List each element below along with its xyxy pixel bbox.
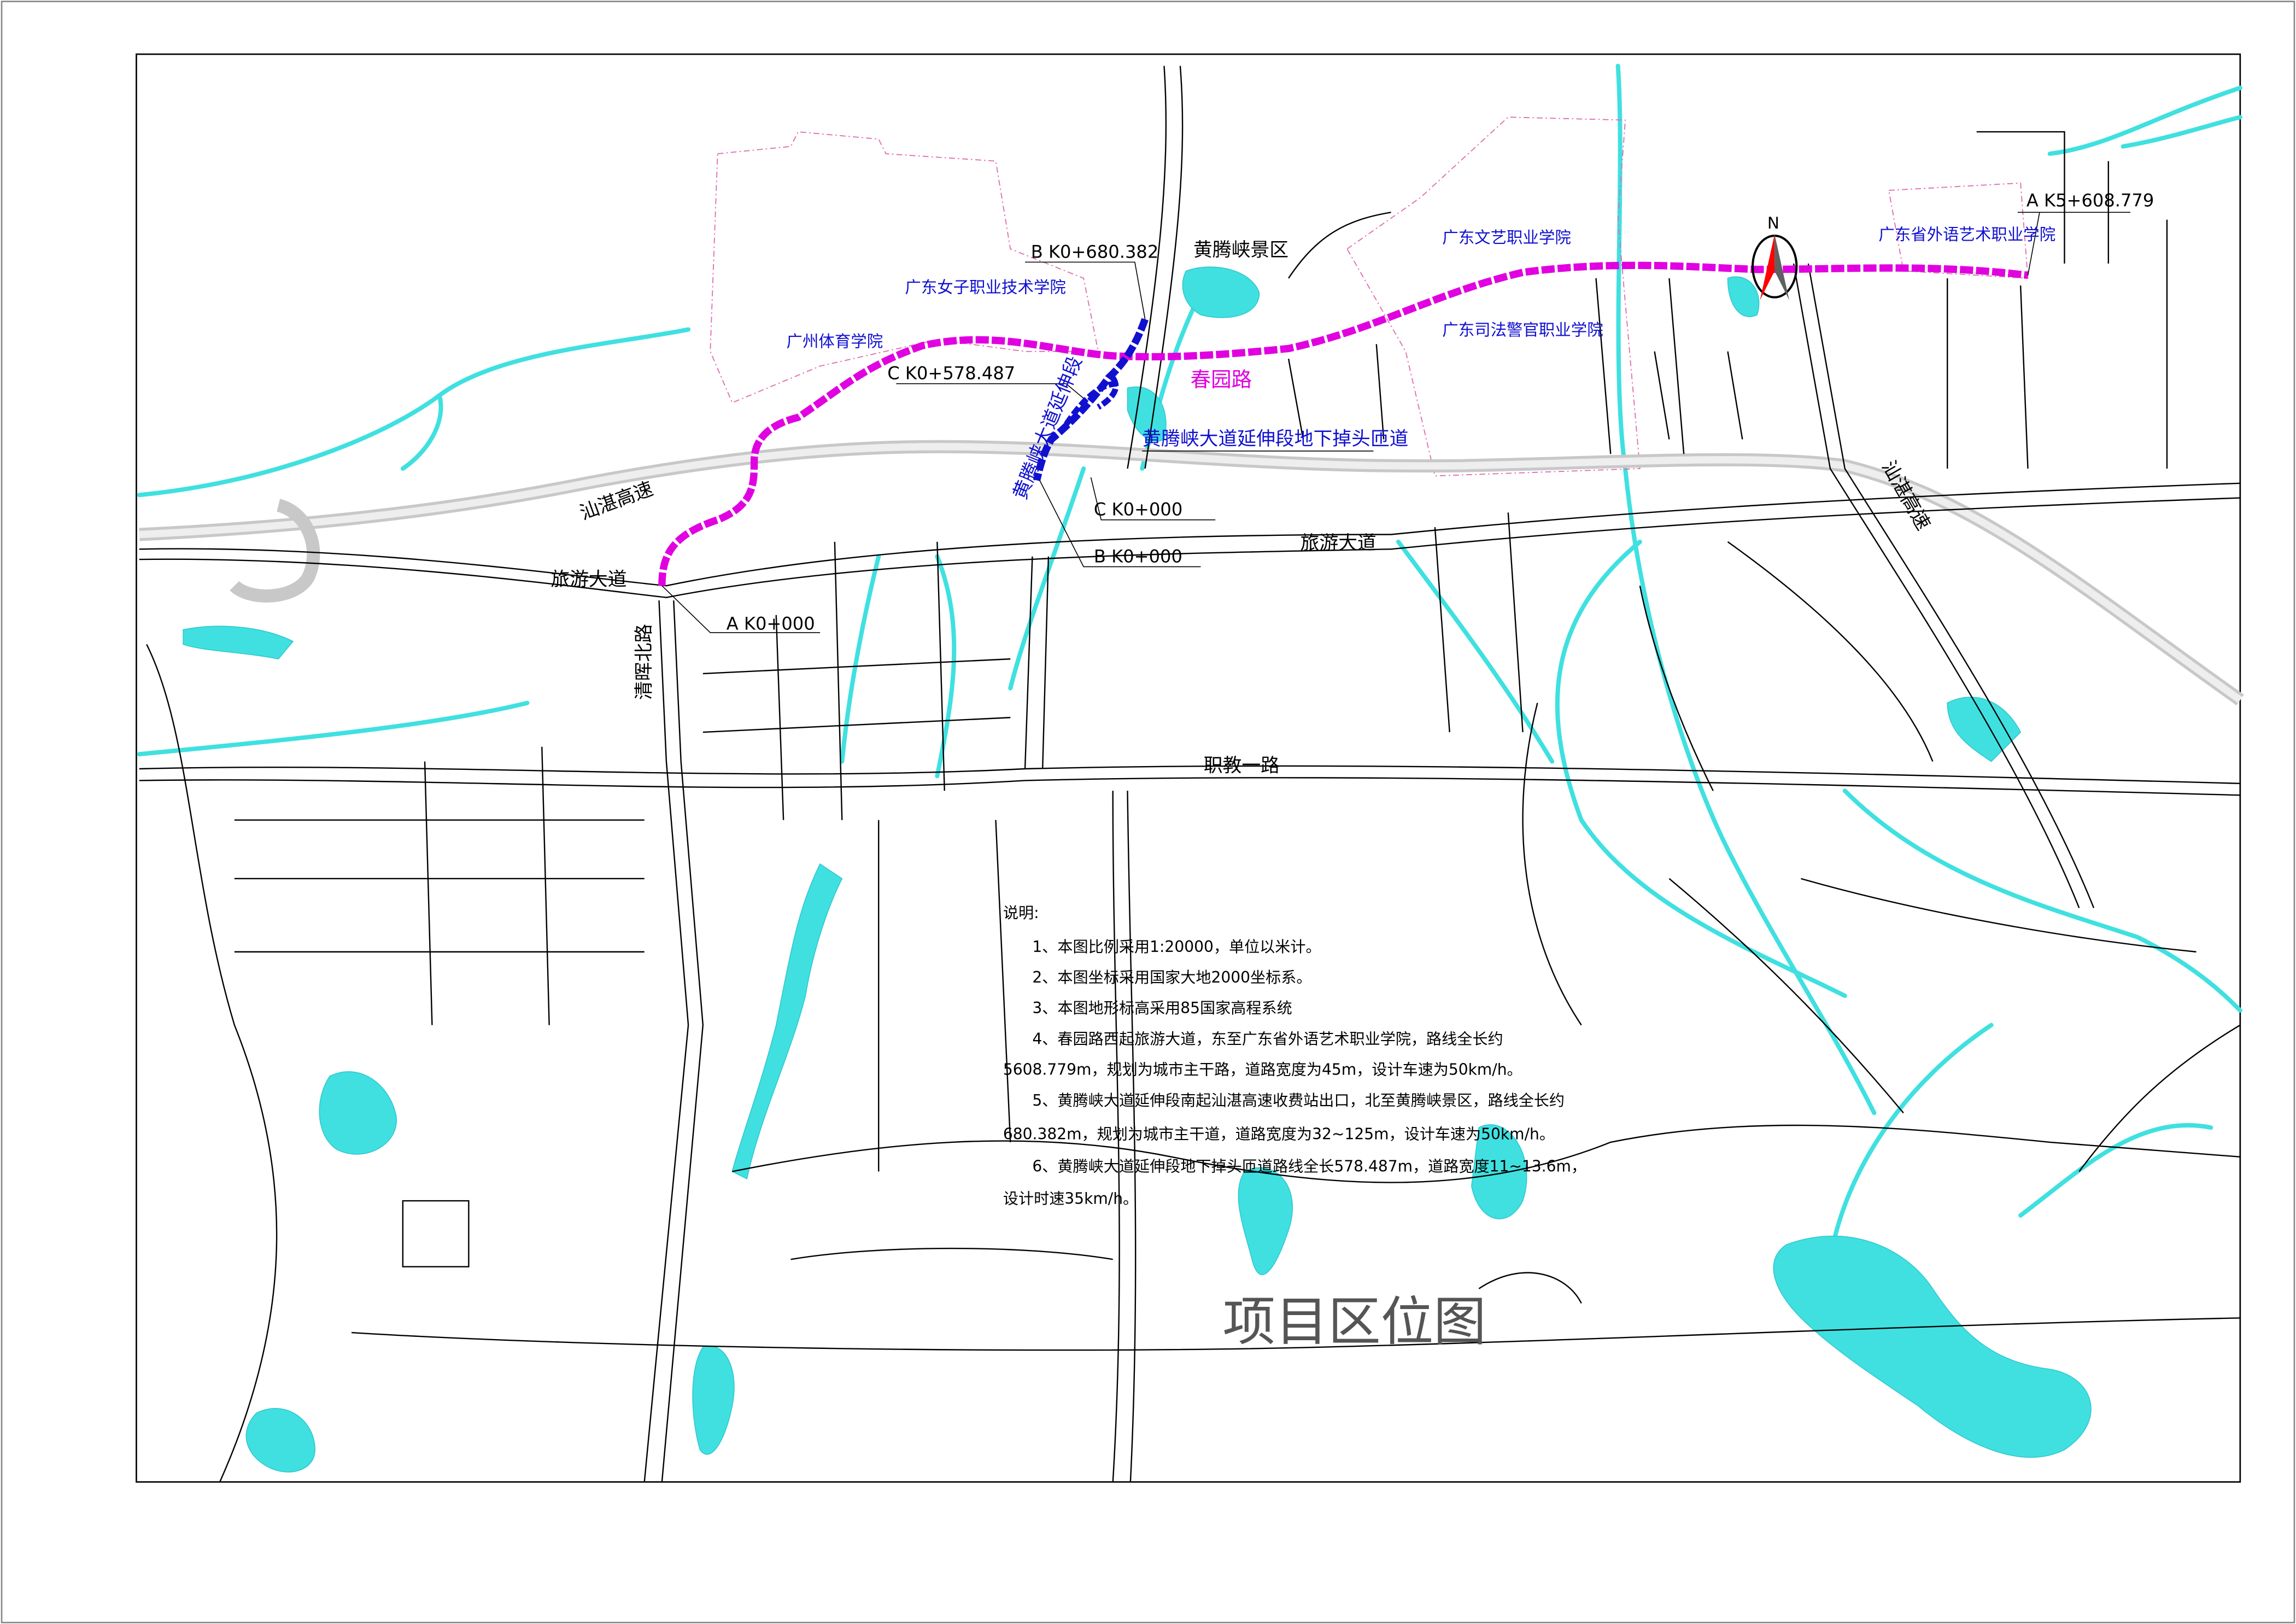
label-uturn-ramp: 黄腾峡大道延伸段地下掉头匝道	[1142, 428, 1408, 450]
label-qinghui-road: 清晖北路	[633, 624, 655, 700]
leader-lines	[661, 212, 2130, 633]
station-a-start: A K0+000	[727, 614, 815, 634]
note-line: 6、黄腾峡大道延伸段地下掉头匝道路线全长578.487m，道路宽度11~13.6…	[1032, 1157, 1586, 1175]
notes-heading: 说明:	[1003, 904, 1039, 922]
campus-boundaries	[710, 116, 2029, 477]
labels: 广州体育学院 广东女子职业技术学院 黄腾峡景区 广东文艺职业学院 广东省外语艺术…	[550, 190, 2154, 777]
route-b-extension	[1033, 318, 1149, 482]
note-line: 2、本图坐标采用国家大地2000坐标系。	[1032, 968, 1311, 986]
label-foreign-lang-college: 广东省外语艺术职业学院	[1878, 225, 2055, 244]
north-arrow: N	[1752, 214, 1798, 301]
north-arrow-gray	[1774, 234, 1790, 301]
notes: 说明: 1、本图比例采用1:20000，单位以米计。 2、本图坐标采用国家大地2…	[1003, 904, 1586, 1207]
label-arts-college: 广东文艺职业学院	[1442, 229, 1571, 247]
expressway	[139, 440, 2244, 705]
note-line: 5608.779m，规划为城市主干路，道路宽度为45m，设计车速为50km/h。	[1003, 1061, 1522, 1079]
label-women-college: 广东女子职业技术学院	[905, 278, 1065, 297]
station-b-start: B K0+000	[1094, 546, 1182, 566]
station-c-end: C K0+578.487	[887, 363, 1015, 384]
station-c-start: C K0+000	[1094, 499, 1182, 520]
note-line: 1、本图比例采用1:20000，单位以米计。	[1032, 938, 1321, 956]
label-police-college: 广东司法警官职业学院	[1442, 320, 1603, 339]
note-line: 设计时速35km/h。	[1003, 1189, 1138, 1207]
water-bodies	[137, 63, 2242, 1473]
map-title: 项目区位图	[1223, 1291, 1486, 1352]
north-arrow-red	[1760, 234, 1775, 301]
label-zhijiao-road: 职教一路	[1204, 755, 1280, 776]
note-line: 3、本图地形标高采用85国家高程系统	[1032, 999, 1292, 1017]
note-line: 4、春园路西起旅游大道，东至广东省外语艺术职业学院，路线全长约	[1032, 1030, 1503, 1048]
compass-label: N	[1767, 214, 1779, 232]
label-guangzhou-sport: 广州体育学院	[787, 332, 883, 351]
route-a-chunyuan-road	[658, 261, 2029, 586]
label-chunyuan-road: 春园路	[1191, 367, 1252, 392]
note-line: 680.382m，规划为城市主干道，道路宽度为32~125m，设计车速为50km…	[1003, 1125, 1555, 1143]
road-network	[139, 66, 2241, 1482]
station-b-end: B K0+680.382	[1031, 241, 1159, 262]
label-scenic-area: 黄腾峡景区	[1193, 239, 1288, 261]
label-lvyou-east: 旅游大道	[1301, 532, 1377, 554]
label-lvyou-west: 旅游大道	[550, 569, 626, 591]
note-line: 5、黄腾峡大道延伸段南起汕湛高速收费站出口，北至黄腾峡景区，路线全长约	[1032, 1091, 1565, 1109]
station-a-end: A K5+608.779	[2026, 190, 2154, 211]
